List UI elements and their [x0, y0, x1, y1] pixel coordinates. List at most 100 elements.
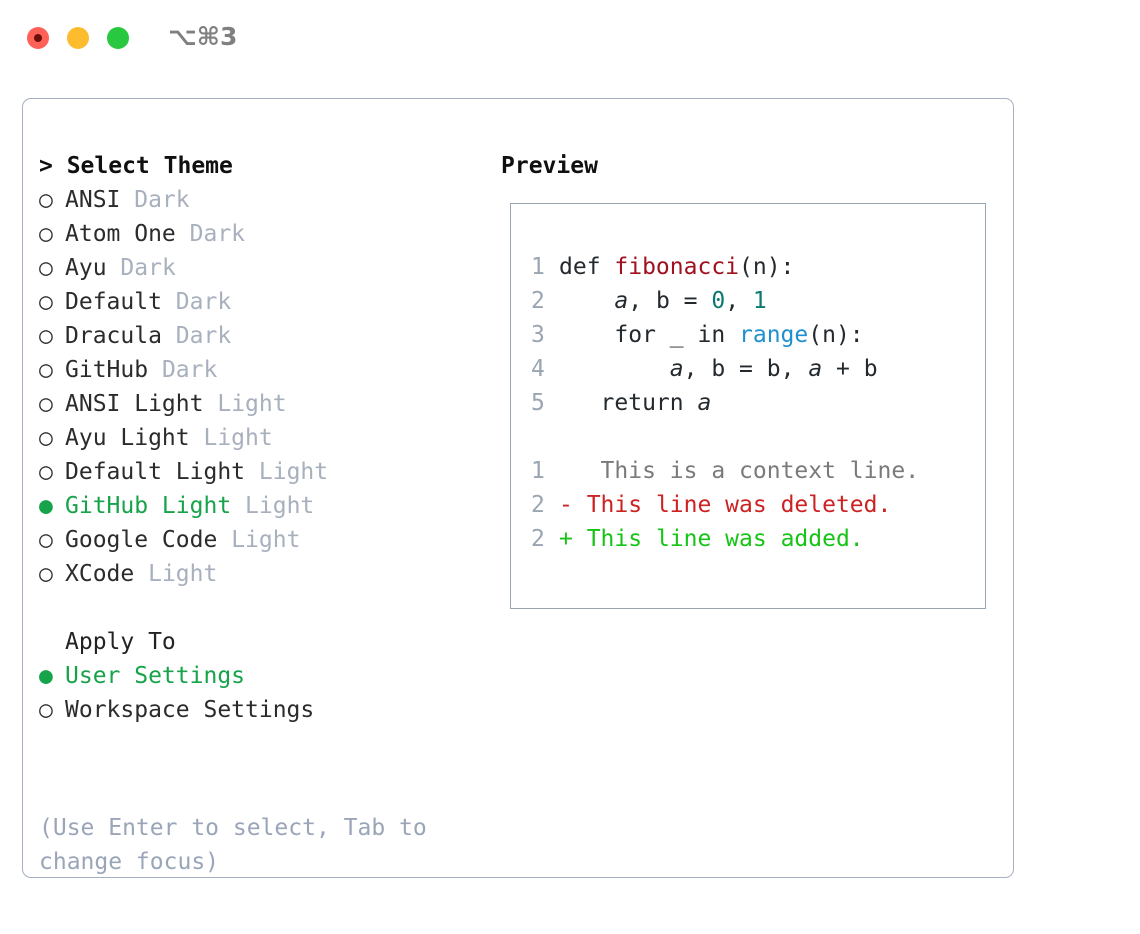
code-token: 1 — [752, 288, 767, 314]
label-spacer — [217, 527, 231, 553]
code-token: a — [614, 288, 629, 314]
radio-unselected-icon[interactable]: ○ — [39, 323, 53, 349]
radio-unselected-icon[interactable]: ○ — [39, 289, 53, 315]
theme-list-item[interactable]: ○XCode Light — [39, 557, 479, 591]
label-spacer — [120, 187, 134, 213]
code-token: , — [725, 288, 753, 314]
code-token: a — [669, 356, 684, 382]
theme-variant-label: Dark — [175, 323, 232, 349]
code-line-number: 1 — [531, 254, 545, 280]
theme-list-item[interactable]: ○ANSI Dark — [39, 183, 479, 217]
theme-list[interactable]: ○ANSI Dark○Atom One Dark○Ayu Dark○Defaul… — [39, 183, 479, 591]
label-spacer — [162, 289, 176, 315]
diff-line: 2- This line was deleted. — [531, 488, 971, 522]
theme-list-item[interactable]: ○Atom One Dark — [39, 217, 479, 251]
theme-name-label: Default Light — [65, 459, 246, 485]
maximize-window-button[interactable] — [107, 27, 129, 49]
select-theme-heading: > Select Theme — [39, 153, 233, 179]
code-token: return — [559, 390, 698, 416]
label-spacer — [107, 255, 121, 281]
theme-variant-label: Light — [245, 493, 315, 519]
code-token: 0 — [711, 288, 726, 314]
radio-unselected-icon[interactable]: ○ — [39, 459, 53, 485]
diff-line: 2+ This line was added. — [531, 522, 971, 556]
apply-to-item[interactable]: ● User Settings — [39, 659, 479, 693]
diff-sign — [559, 458, 573, 484]
code-token: def — [559, 254, 615, 280]
code-line-number: 4 — [531, 356, 545, 382]
radio-unselected-icon[interactable]: ○ — [39, 527, 53, 553]
code-token — [559, 288, 614, 314]
label-spacer — [148, 357, 162, 383]
code-line: 4 a, b = b, a + b — [531, 352, 971, 386]
code-diff-spacer — [531, 420, 971, 454]
code-token: range — [739, 322, 809, 348]
diff-line: 1 This is a context line. — [531, 454, 971, 488]
code-token: + — [822, 356, 864, 382]
radio-selected-icon[interactable]: ● — [39, 663, 53, 689]
theme-list-item[interactable]: ○ANSI Light Light — [39, 387, 479, 421]
theme-variant-label: Light — [231, 527, 301, 553]
theme-name-label: GitHub — [65, 357, 149, 383]
apply-to-heading: Apply To — [39, 625, 479, 659]
preview-column: Preview — [501, 149, 1001, 183]
apply-to-list[interactable]: ● User Settings ○Workspace Settings — [39, 659, 479, 727]
radio-unselected-icon[interactable]: ○ — [39, 357, 53, 383]
radio-unselected-icon[interactable]: ○ — [39, 255, 53, 281]
diff-line-number: 2 — [531, 526, 545, 552]
label-spacer — [245, 459, 259, 485]
radio-selected-icon[interactable]: ● — [39, 493, 53, 519]
code-token: = — [669, 288, 712, 314]
title-bar: ⌥⌘3 — [0, 0, 1140, 76]
minimize-window-button[interactable] — [67, 27, 89, 49]
theme-list-item[interactable]: ○GitHub Dark — [39, 353, 479, 387]
code-token: , — [780, 356, 809, 382]
label-spacer — [162, 323, 176, 349]
code-token: , — [628, 288, 656, 314]
code-line: 5 return a — [531, 386, 971, 420]
radio-unselected-icon[interactable]: ○ — [39, 561, 53, 587]
code-token: a — [697, 390, 712, 416]
code-token: b — [655, 288, 670, 314]
theme-list-item[interactable]: ○Default Dark — [39, 285, 479, 319]
theme-list-item[interactable]: ○ Dracula Dark — [39, 319, 479, 353]
close-window-button[interactable] — [27, 27, 49, 49]
apply-to-label: User Settings — [65, 663, 246, 689]
radio-unselected-icon[interactable]: ○ — [39, 391, 53, 417]
label-spacer — [176, 221, 190, 247]
preview-heading: Preview — [501, 153, 598, 179]
code-token: , — [683, 356, 712, 382]
diff-sign: - — [559, 492, 573, 518]
radio-unselected-icon[interactable]: ○ — [39, 697, 53, 723]
label-spacer — [203, 391, 217, 417]
theme-name-label: ANSI — [65, 187, 121, 213]
apply-to-heading-indent — [39, 625, 65, 659]
label-spacer — [190, 425, 204, 451]
radio-unselected-icon[interactable]: ○ — [39, 187, 53, 213]
code-token: (n): — [808, 322, 864, 348]
code-line-number: 3 — [531, 322, 545, 348]
theme-list-item[interactable]: ○Ayu Dark — [39, 251, 479, 285]
theme-list-item[interactable]: ○Default Light Light — [39, 455, 479, 489]
label-spacer — [231, 493, 245, 519]
theme-list-item[interactable]: ●GitHub Light Light — [39, 489, 479, 523]
code-line: 2 a, b = 0, 1 — [531, 284, 971, 318]
theme-name-label: Dracula — [65, 323, 162, 349]
theme-variant-label: Light — [203, 425, 273, 451]
code-token: b — [766, 356, 781, 382]
code-token: fibonacci — [614, 254, 740, 280]
theme-variant-label: Light — [148, 561, 218, 587]
theme-list-item[interactable]: ○Ayu Light Light — [39, 421, 479, 455]
radio-unselected-icon[interactable]: ○ — [39, 221, 53, 247]
theme-variant-label: Dark — [189, 221, 246, 247]
theme-picker-column: > Select Theme ○ANSI Dark○Atom One Dark○… — [39, 149, 479, 727]
theme-list-item[interactable]: ○Google Code Light — [39, 523, 479, 557]
label-spacer — [134, 561, 148, 587]
radio-unselected-icon[interactable]: ○ — [39, 425, 53, 451]
apply-to-item[interactable]: ○Workspace Settings — [39, 693, 479, 727]
theme-variant-label: Light — [217, 391, 287, 417]
section-spacer — [39, 591, 479, 625]
